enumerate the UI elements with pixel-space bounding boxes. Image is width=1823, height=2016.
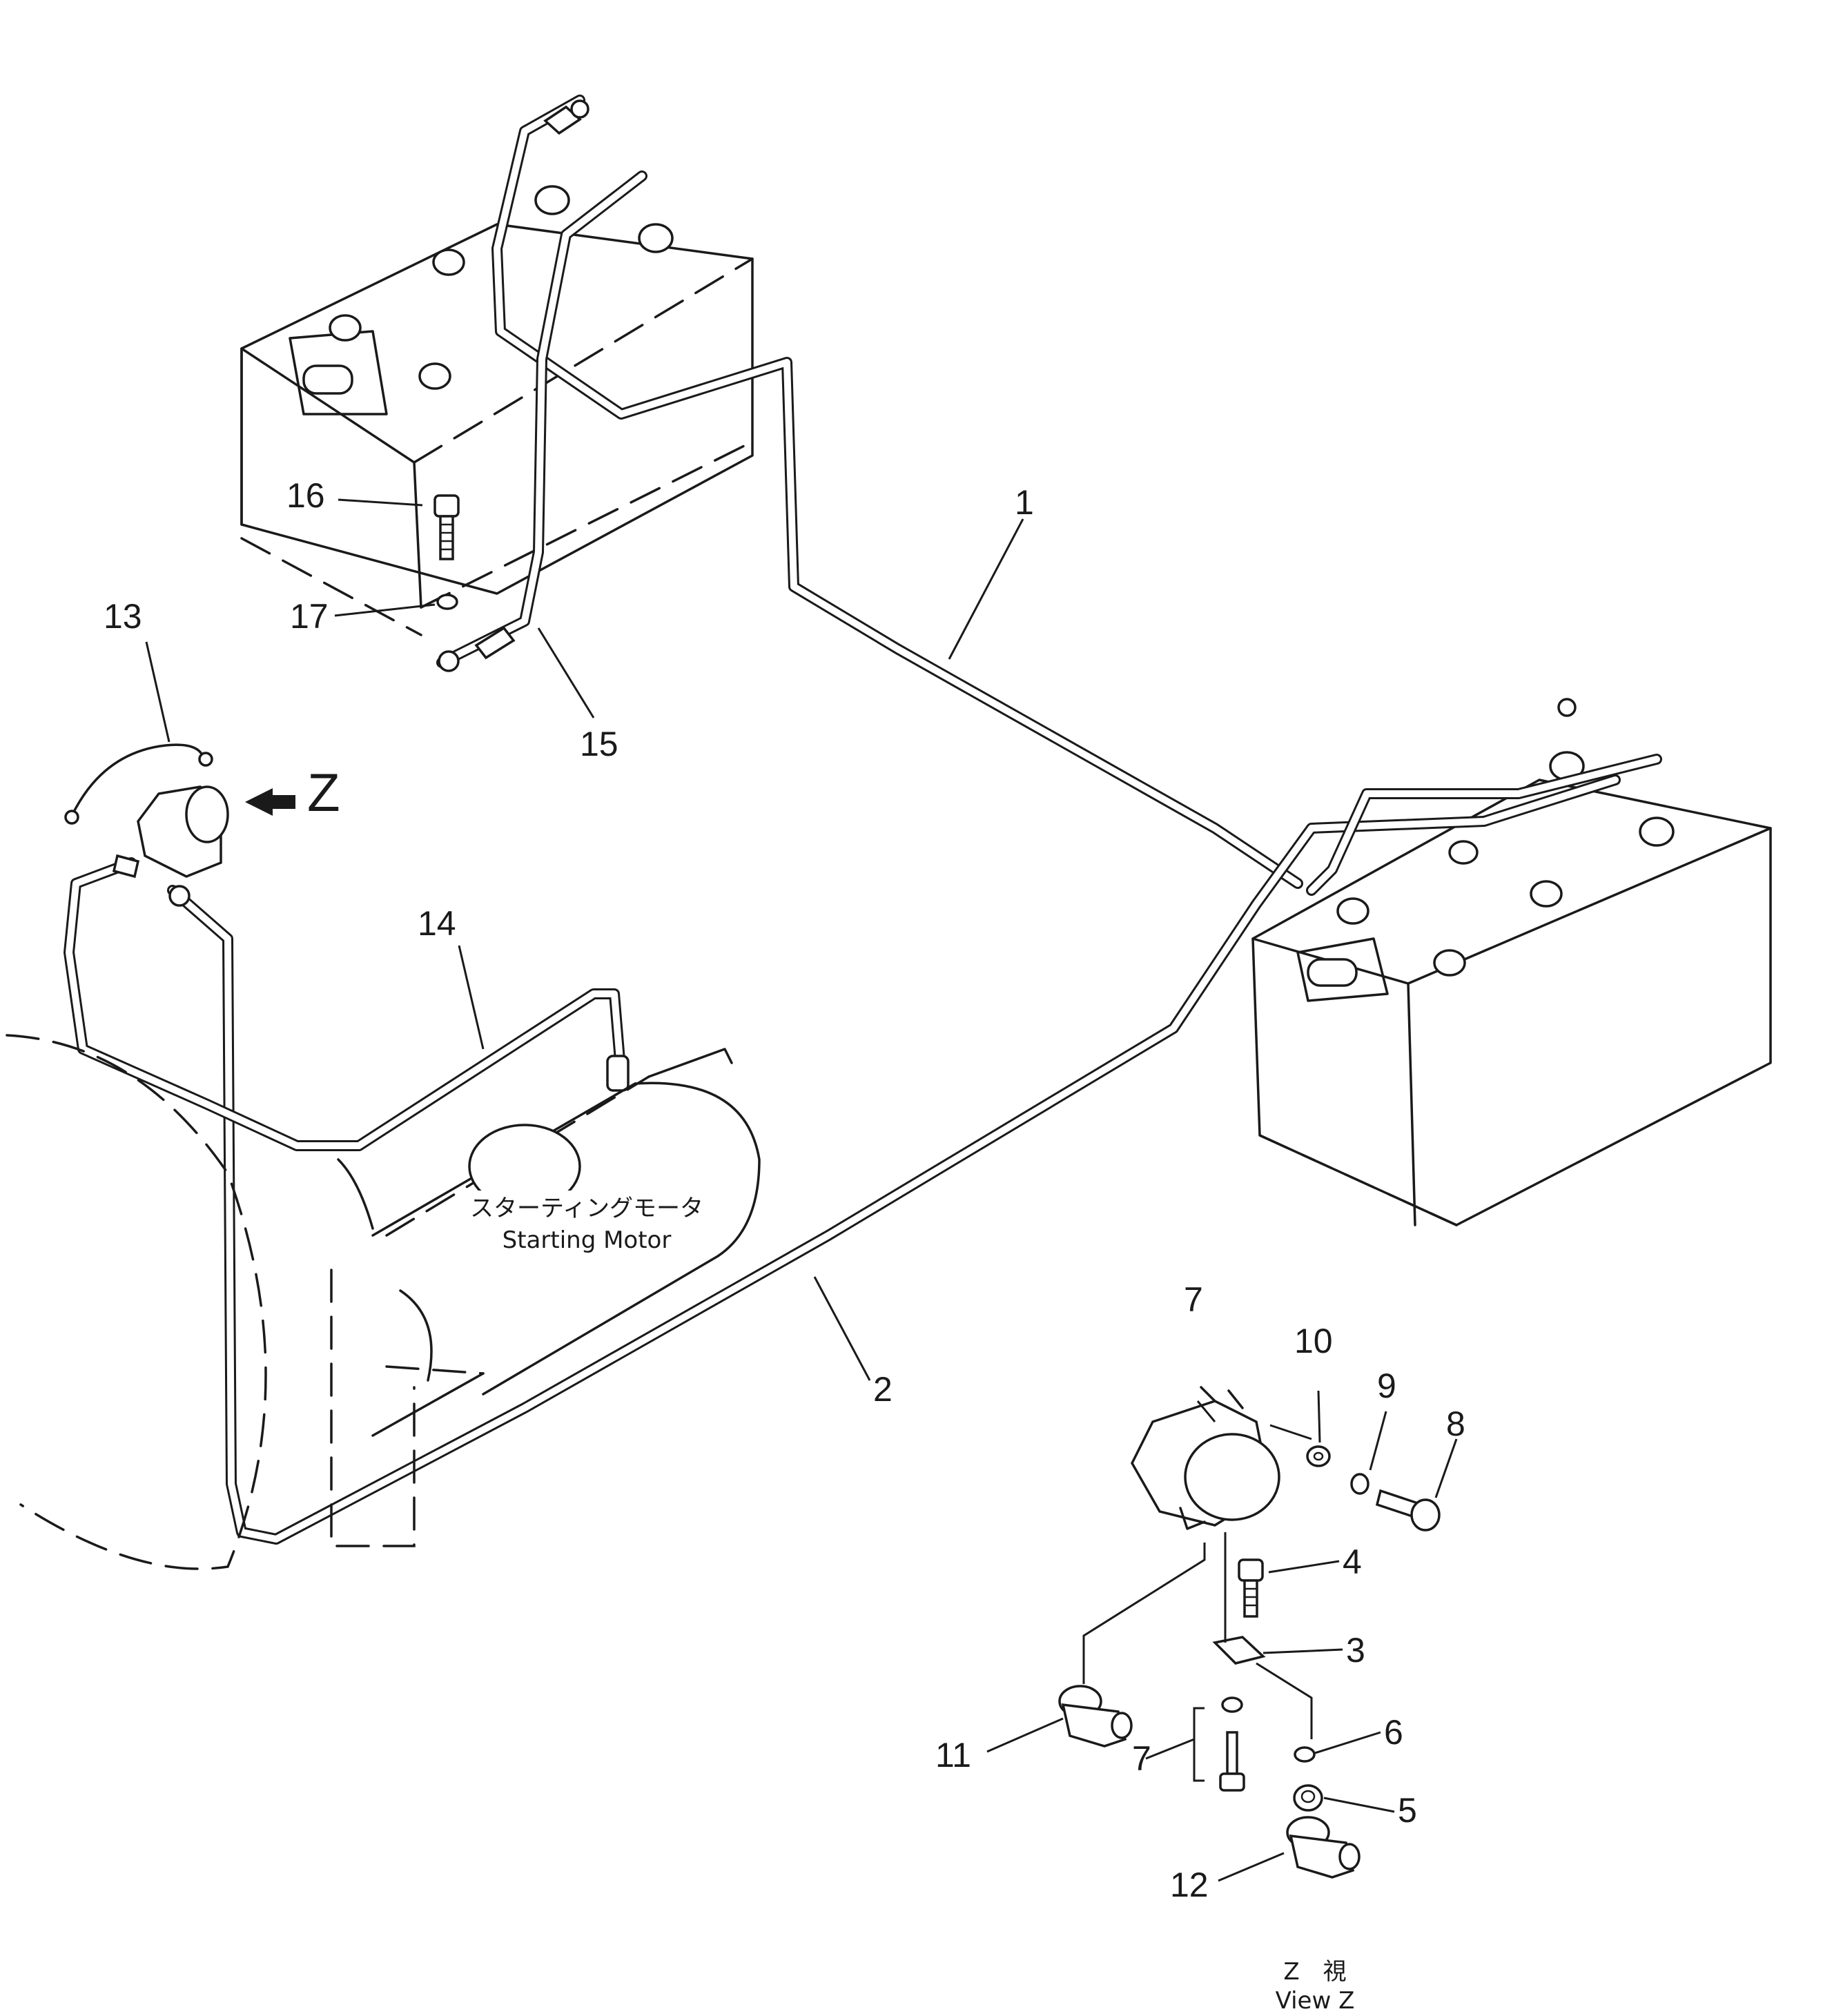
callout-9: 9 [1377, 1367, 1396, 1405]
exploded-connectors [1082, 1532, 1313, 1739]
callout-2: 2 [873, 1370, 893, 1409]
callout-10: 10 [1294, 1322, 1333, 1360]
washer-10 [1306, 1445, 1331, 1467]
callout-8: 8 [1446, 1405, 1465, 1443]
battery-left [240, 185, 754, 636]
cable-14 [64, 854, 630, 1151]
cap-12 [1286, 1816, 1361, 1879]
view-z-caption-jp: Z 視 [1283, 1958, 1346, 1986]
callout-1: 1 [1015, 483, 1034, 522]
cap-11 [1058, 1685, 1133, 1748]
battery-right [1251, 751, 1772, 1226]
view-z-letter: Z [307, 762, 340, 823]
washer-9 [1350, 1473, 1369, 1495]
callout-16: 16 [286, 476, 325, 515]
view-z-caption: Z 視 View Z [1276, 1958, 1355, 2015]
cable-15 [436, 170, 647, 672]
engine-flywheel [6, 1034, 416, 1570]
leader-7-relay [1269, 1424, 1312, 1440]
callout-3: 3 [1346, 1631, 1365, 1670]
washer-17 [436, 594, 458, 610]
plate-3 [1212, 1636, 1266, 1665]
nut-5 [1293, 1784, 1323, 1812]
callout-6: 6 [1384, 1713, 1403, 1752]
cable-2 [167, 774, 1621, 1545]
battery-relay [64, 743, 229, 878]
callout-12: 12 [1170, 1866, 1209, 1904]
starting-motor [337, 1048, 761, 1437]
callout-7-relay: 7 [1184, 1280, 1203, 1319]
callout-11: 11 [935, 1736, 971, 1774]
callout-17: 17 [290, 597, 329, 636]
cable-right-terminal [1306, 698, 1662, 896]
callout-14: 14 [418, 904, 456, 943]
view-z-caption-en: View Z [1276, 1987, 1355, 2015]
callout-7-hardware: 7 [1132, 1739, 1151, 1778]
starting-motor-caption: スターティングモータ Starting Motor [469, 1191, 704, 1256]
starting-motor-label-en: Starting Motor [503, 1226, 672, 1254]
bolt-4 [1238, 1558, 1264, 1618]
view-z-arrow: Z [245, 762, 340, 823]
leader-lines [145, 498, 1458, 1882]
callout-13: 13 [104, 597, 142, 636]
washer-6 [1294, 1746, 1316, 1763]
bolt-8 [1375, 1489, 1441, 1531]
bolt-16 [433, 494, 460, 560]
callout-15: 15 [580, 725, 618, 763]
hardware-7 [1219, 1696, 1245, 1792]
callout-5: 5 [1398, 1791, 1417, 1830]
callout-labels: 1 2 3 4 5 6 7 7 8 9 10 11 12 13 14 15 16… [104, 476, 1465, 1904]
cable-1 [491, 95, 1303, 889]
relay-assembly-7 [1131, 1386, 1280, 1530]
callout-4: 4 [1343, 1543, 1362, 1581]
starting-motor-label-jp: スターティングモータ [470, 1195, 703, 1222]
